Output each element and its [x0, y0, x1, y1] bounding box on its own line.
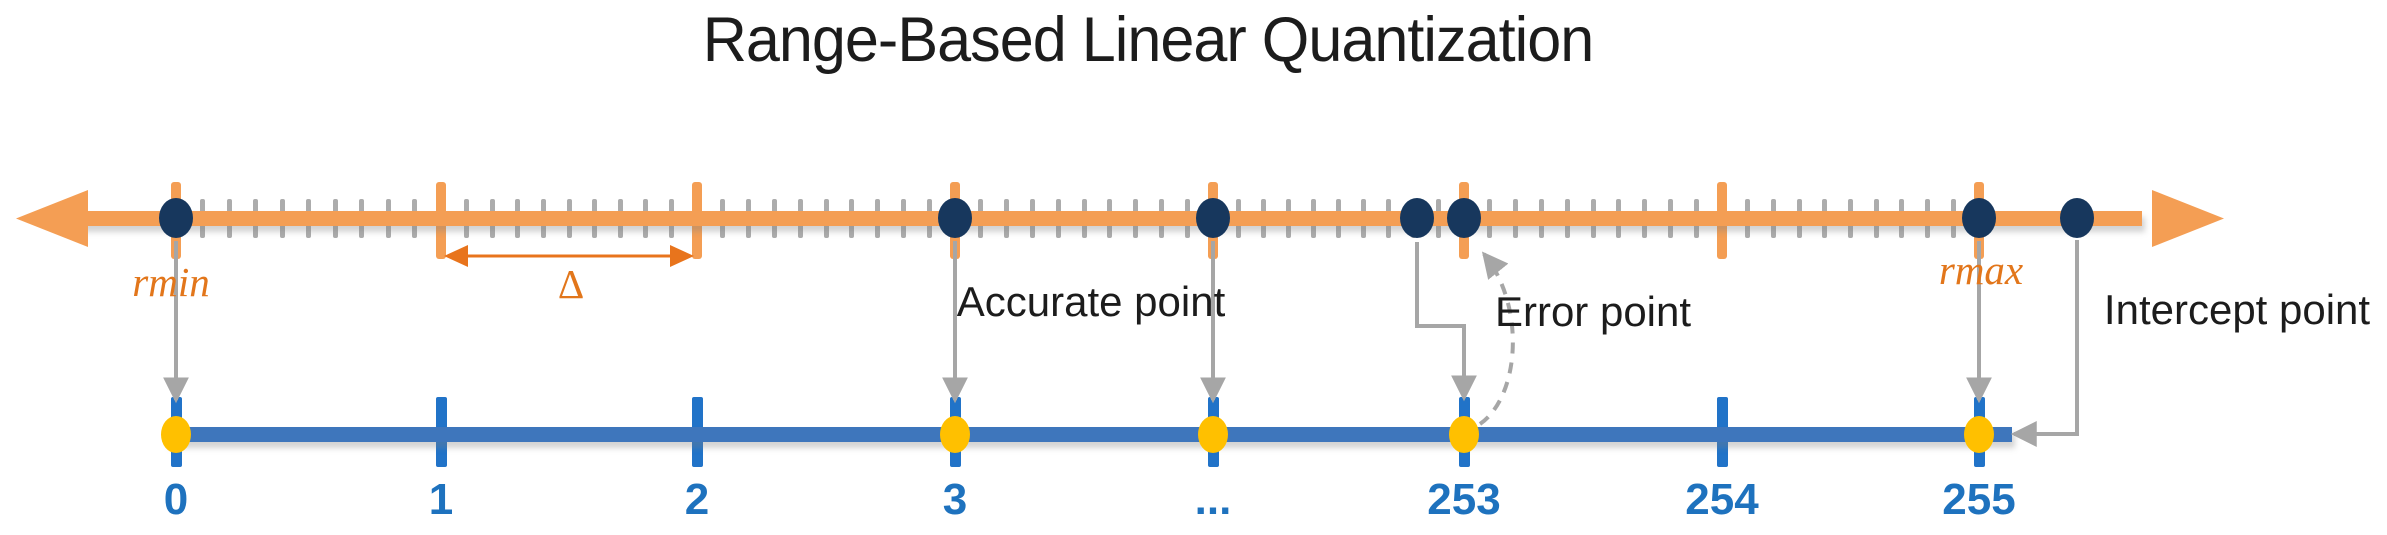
integer-label: ...: [1194, 475, 1232, 524]
rmax-label: rmax: [1938, 247, 2024, 293]
integer-label: 2: [684, 475, 710, 524]
real-axis-line: [80, 211, 2142, 226]
real-value-point: [1962, 198, 1996, 238]
error-quantize-elbow-arrow: [1415, 242, 1477, 402]
diagram-title: Range-Based Linear Quantization: [702, 5, 1595, 75]
error-point-label: Error point: [1494, 288, 1692, 335]
quantized-point: [1449, 416, 1479, 453]
real-value-point: [1196, 198, 1230, 238]
dequantize-error-dashed-arrow: [1478, 251, 1515, 426]
real-value-point: [159, 198, 193, 238]
accurate-point-label: Accurate point: [956, 278, 1226, 325]
real-value-point: [1447, 198, 1481, 238]
integer-label: 1: [428, 475, 454, 524]
quantized-point: [1964, 416, 1994, 453]
quantized-point: [1198, 416, 1228, 453]
quantized-point: [161, 416, 191, 453]
quantized-axis-line: [166, 427, 2012, 442]
delta-measure-arrow: [444, 245, 694, 267]
real-value-point: [938, 198, 972, 238]
intercept-elbow-arrow: [2010, 240, 2079, 447]
integer-label: 254: [1685, 475, 1759, 524]
integer-label: 3: [942, 475, 968, 524]
integer-label: 253: [1427, 475, 1501, 524]
real-value-point: [2060, 198, 2094, 238]
quantized-point: [940, 416, 970, 453]
integer-label: 255: [1942, 475, 2016, 524]
intercept-point-label: Intercept point: [2103, 286, 2371, 333]
real-value-point: [1400, 198, 1434, 238]
integer-label: 0: [163, 475, 189, 524]
delta-label: Δ: [557, 261, 585, 307]
rmin-label: rmin: [132, 259, 210, 305]
